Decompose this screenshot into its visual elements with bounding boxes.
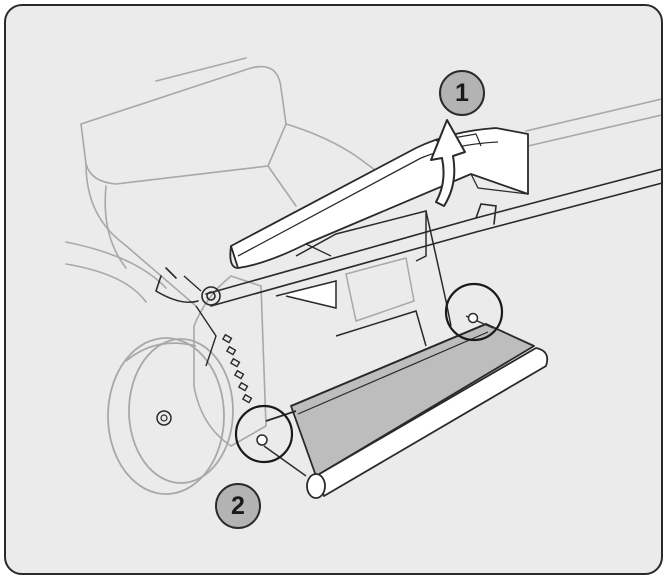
chute-frame — [275, 210, 452, 347]
highlight-circle-icon — [234, 404, 294, 464]
highlight-circle-icon — [444, 282, 504, 342]
step-1-callout: 1 — [439, 70, 485, 116]
rear-wheel — [107, 337, 234, 495]
mower-body-outline — [65, 57, 387, 307]
diagram-frame: 1 2 — [4, 4, 663, 575]
catcher-cover — [256, 312, 549, 499]
step-2-callout: 2 — [215, 483, 261, 529]
handle-bars — [155, 98, 661, 307]
mower-illustration — [65, 57, 661, 499]
rotate-up-arrow-icon — [430, 119, 466, 207]
